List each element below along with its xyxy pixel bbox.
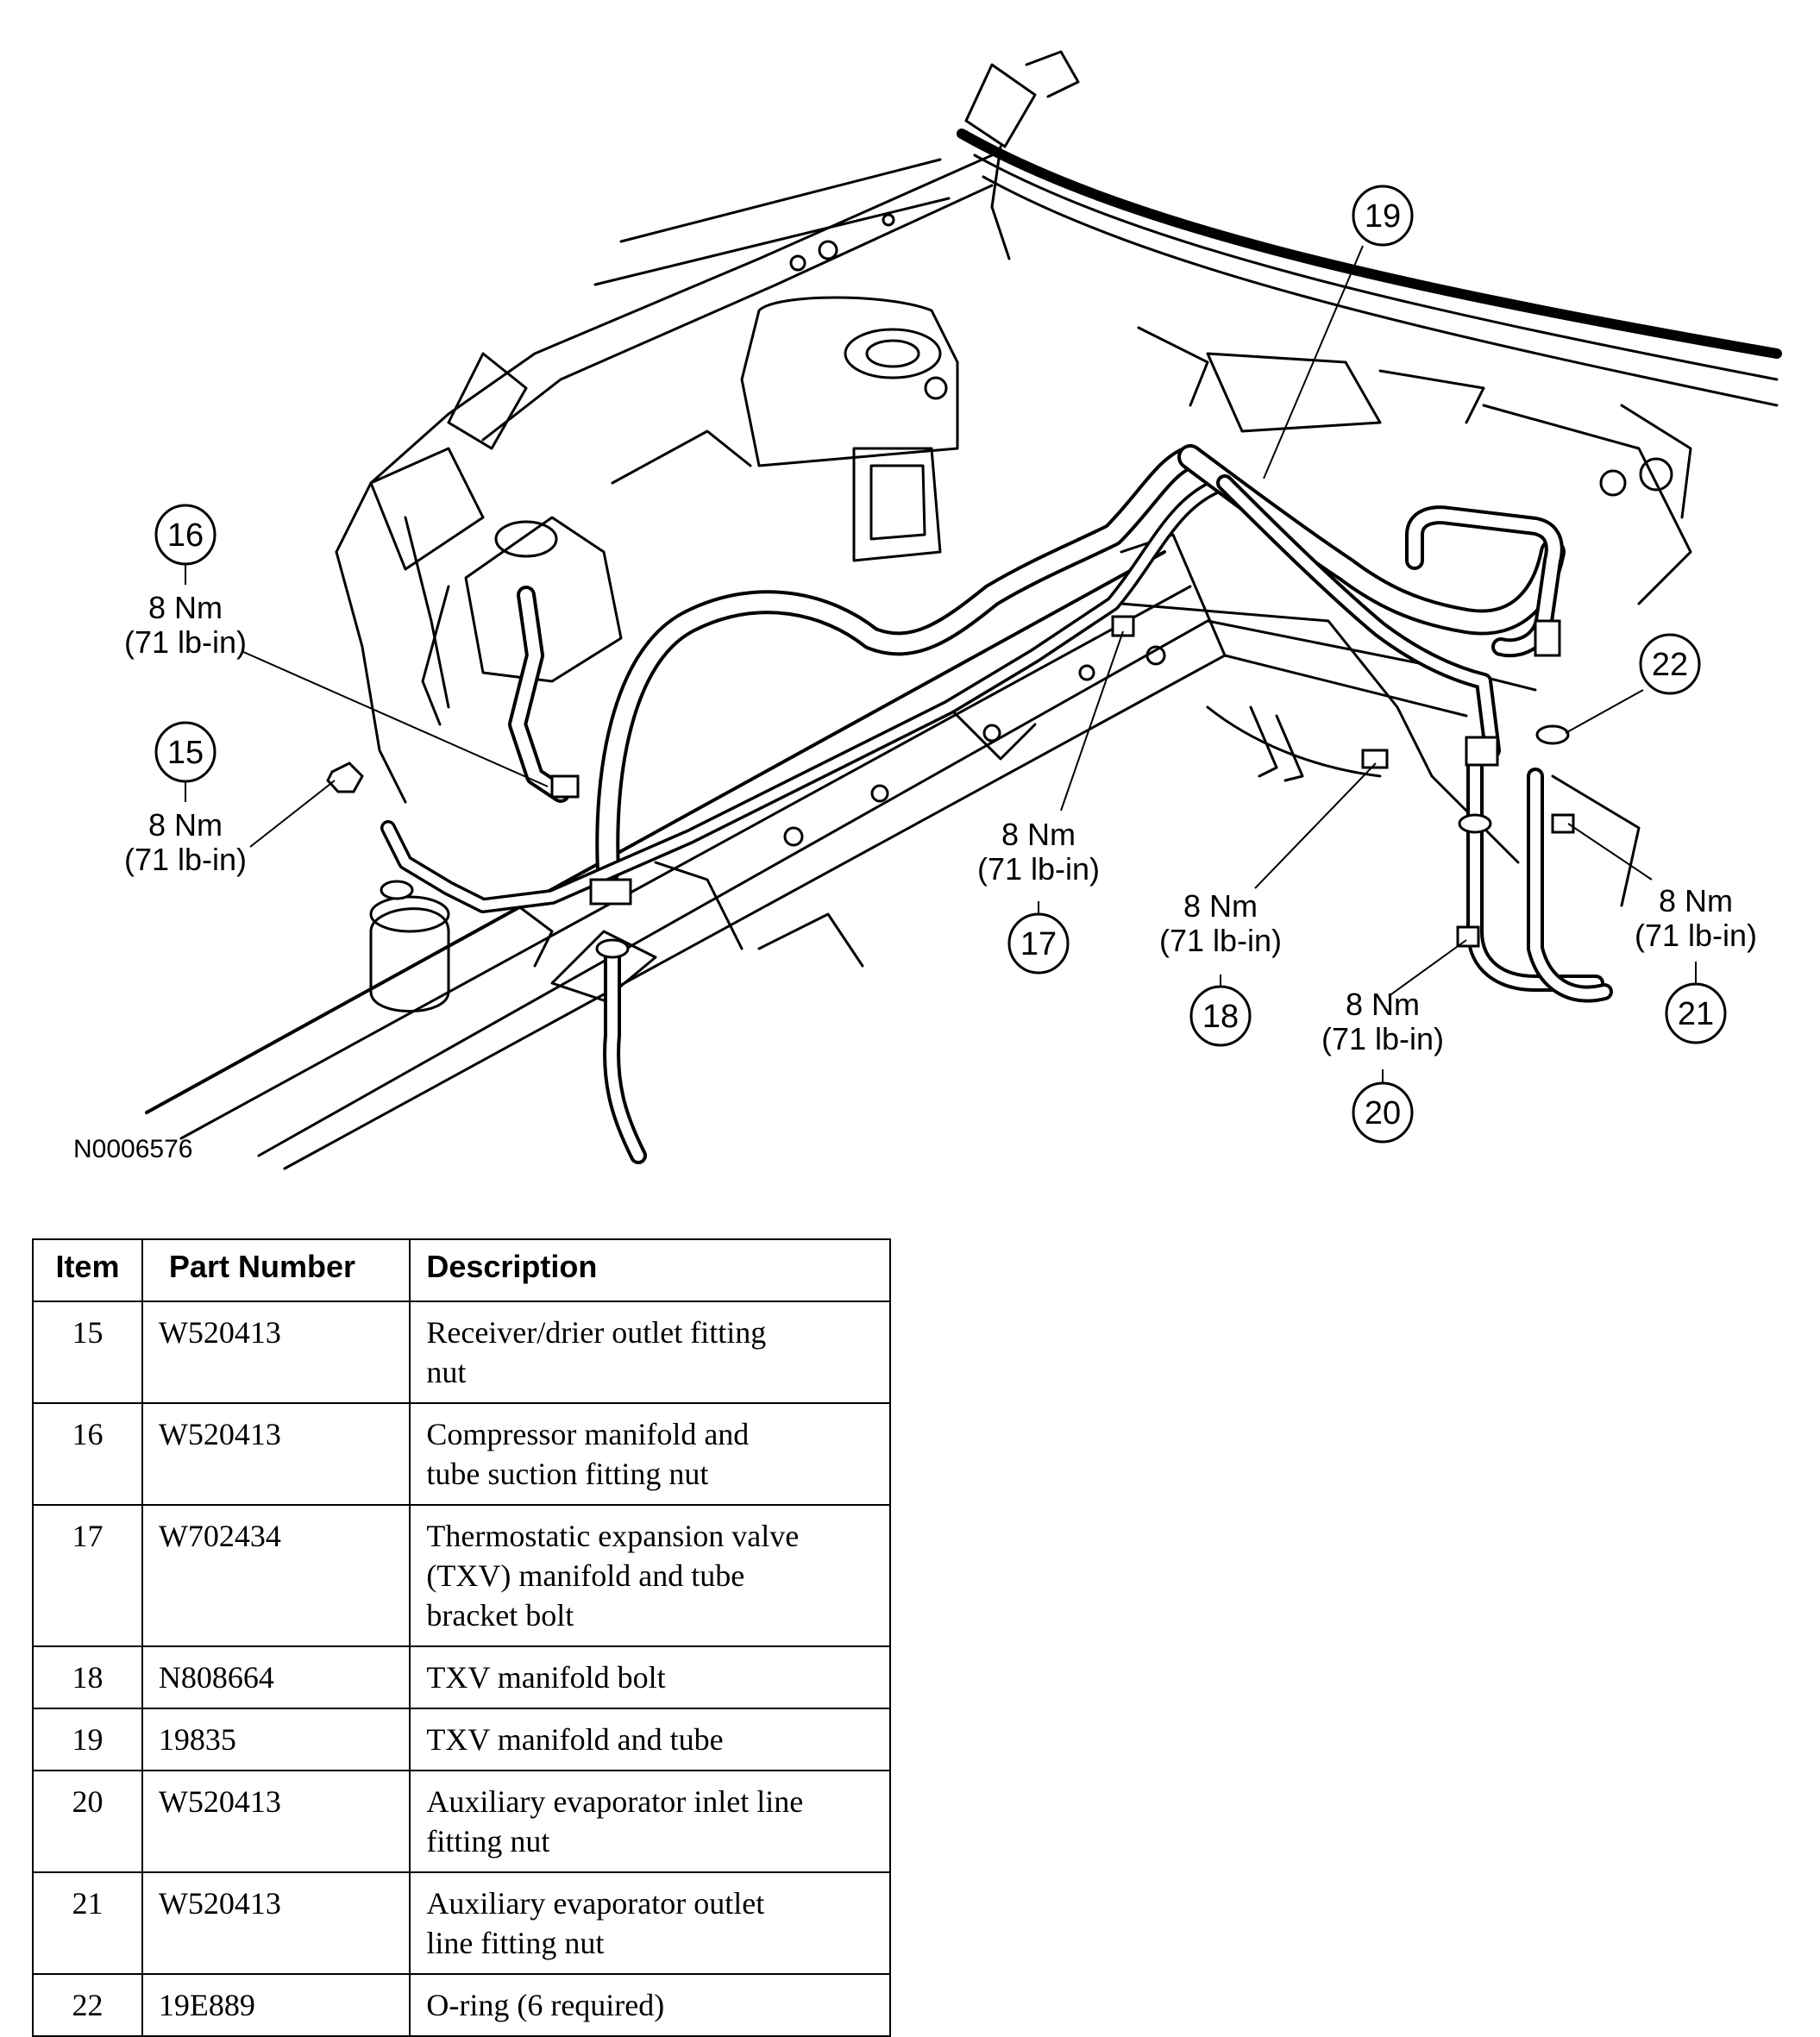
leader-lines [185, 245, 1697, 1089]
description-line: line fitting nut [426, 1926, 605, 1960]
table-cell-part-number: N808664 [141, 1645, 411, 1709]
callout-16-torque-nm: 8 Nm [148, 590, 223, 625]
table-cell-description: Compressor manifold and tube suction fitt… [409, 1402, 891, 1506]
table-header-row: Item Part Number Description [32, 1238, 891, 1302]
oring-22-icon [1535, 724, 1570, 745]
table-cell-item: 19 [32, 1708, 143, 1771]
nut-21-icon [1551, 813, 1575, 834]
table-cell-item: 20 [32, 1770, 143, 1873]
oring-icon [380, 880, 414, 900]
callout-21-torque-lbin: (71 lb-in) [1635, 918, 1757, 953]
table-cell-part-number: W520413 [141, 1871, 411, 1975]
table-cell-item: 22 [32, 1973, 143, 2037]
description-line: bracket bolt [426, 1598, 574, 1633]
callout-17: 17 8 Nm (71 lb-in) [977, 817, 1100, 975]
callout-20: 20 8 Nm (71 lb-in) [1321, 987, 1444, 1144]
description-line: Thermostatic expansion valve [426, 1519, 800, 1553]
nut-16-icon [550, 774, 580, 799]
description-line: Auxiliary evaporator inlet line [426, 1784, 804, 1819]
callout-15-number: 15 [167, 735, 204, 771]
callout-19-number: 19 [1365, 198, 1401, 235]
description-line: TXV manifold bolt [426, 1660, 666, 1695]
callout-22-number: 22 [1652, 647, 1688, 683]
column-header-description: Description [409, 1238, 891, 1302]
callout-21-number: 21 [1678, 996, 1714, 1032]
description-line: Receiver/drier outlet fitting [426, 1315, 767, 1350]
table-cell-description: O-ring (6 required) [409, 1973, 891, 2037]
table-cell-part-number: W520413 [141, 1301, 411, 1404]
table-cell-description: Receiver/drier outlet fitting nut [409, 1301, 891, 1404]
table-cell-part-number: W520413 [141, 1770, 411, 1873]
callout-20-number: 20 [1365, 1095, 1401, 1131]
nut-20-icon [1456, 925, 1480, 948]
callout-15-torque-lbin: (71 lb-in) [124, 842, 247, 877]
figure-id: N0006576 [73, 1135, 192, 1163]
table-cell-item: 21 [32, 1871, 143, 1975]
bolt-18-icon [1361, 749, 1389, 769]
callout-15-torque-nm: 8 Nm [148, 807, 223, 843]
column-header-item: Item [32, 1238, 143, 1302]
engine-bay-diagram: 16 8 Nm (71 lb-in) 15 8 Nm (71 lb-in) 17… [73, 50, 1782, 1170]
callout-18-torque-nm: 8 Nm [1183, 888, 1258, 924]
table-cell-description: Auxiliary evaporator inlet line fitting n… [409, 1770, 891, 1873]
description-line: TXV manifold and tube [426, 1722, 724, 1757]
oring-icon [595, 938, 630, 959]
table-cell-item: 15 [32, 1301, 143, 1404]
ac-tubes [380, 444, 1613, 1164]
callout-18: 18 8 Nm (71 lb-in) [1159, 888, 1282, 1047]
callout-16: 16 8 Nm (71 lb-in) [124, 504, 247, 660]
description-line: (TXV) manifold and tube [426, 1558, 745, 1593]
description-line: nut [426, 1355, 467, 1389]
callout-22: 22 [1639, 633, 1701, 695]
description-line: O-ring (6 required) [426, 1988, 665, 2022]
table-cell-item: 17 [32, 1504, 143, 1647]
callout-21: 21 8 Nm (71 lb-in) [1635, 883, 1757, 1044]
oring-icon [1458, 813, 1492, 834]
table-cell-part-number: 19E889 [141, 1973, 411, 2037]
callout-16-number: 16 [167, 517, 204, 554]
nut-15-icon [326, 762, 364, 793]
fittings [326, 615, 1575, 959]
callout-17-number: 17 [1020, 926, 1057, 962]
table-cell-item: 18 [32, 1645, 143, 1709]
table-cell-description: Thermostatic expansion valve (TXV) manifo… [409, 1504, 891, 1647]
callout-20-torque-nm: 8 Nm [1346, 987, 1420, 1022]
table-cell-part-number: W520413 [141, 1402, 411, 1506]
callout-17-torque-nm: 8 Nm [1001, 817, 1076, 852]
description-line: tube suction fitting nut [426, 1457, 709, 1491]
table-cell-part-number: W702434 [141, 1504, 411, 1647]
callout-18-torque-lbin: (71 lb-in) [1159, 923, 1282, 958]
callout-16-torque-lbin: (71 lb-in) [124, 624, 247, 660]
callout-21-torque-nm: 8 Nm [1659, 883, 1733, 918]
callout-19: 19 [1352, 185, 1414, 247]
table-cell-part-number: 19835 [141, 1708, 411, 1771]
bolt-17-icon [1111, 615, 1135, 637]
description-line: Compressor manifold and [426, 1417, 750, 1451]
table-cell-description: Auxiliary evaporator outlet line fitting … [409, 1871, 891, 1975]
callout-15: 15 8 Nm (71 lb-in) [124, 721, 247, 877]
callout-20-torque-lbin: (71 lb-in) [1321, 1021, 1444, 1056]
table-cell-description: TXV manifold and tube [409, 1708, 891, 1771]
callout-17-torque-lbin: (71 lb-in) [977, 851, 1100, 887]
description-line: Auxiliary evaporator outlet [426, 1886, 765, 1921]
table-cell-item: 16 [32, 1402, 143, 1506]
engine-bay-linework [145, 50, 1782, 1170]
description-line: fitting nut [426, 1824, 550, 1858]
column-header-part-number: Part Number [141, 1238, 411, 1302]
callout-18-number: 18 [1202, 999, 1239, 1035]
table-cell-description: TXV manifold bolt [409, 1645, 891, 1709]
